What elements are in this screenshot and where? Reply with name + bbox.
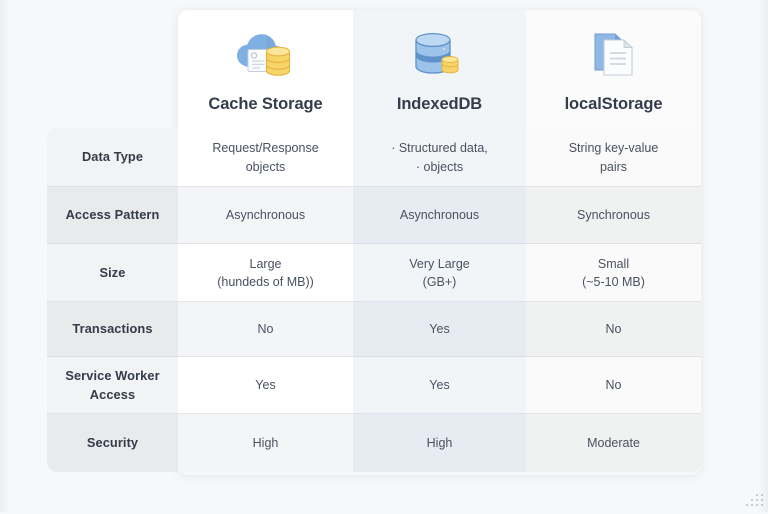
cell-indexeddb-transactions: Yes: [353, 302, 526, 357]
cell-cache-transactions: No: [178, 302, 353, 357]
cell-indexeddb-service-worker-access: Yes: [353, 357, 526, 414]
page-edge-right: [758, 0, 768, 512]
row-label-security: Security: [47, 414, 178, 472]
cell-cache-size: Large (hundeds of MB)): [178, 244, 353, 302]
cloud-database-icon: [231, 28, 301, 80]
cell-indexeddb-size: Very Large (GB+): [353, 244, 526, 302]
cell-cache-data-type: Request/Response objects: [178, 128, 353, 187]
row-label-transactions: Transactions: [47, 302, 178, 357]
cell-cache-service-worker-access: Yes: [178, 357, 353, 414]
column-title-indexeddb: IndexedDB: [396, 94, 483, 113]
cell-indexeddb-data-type: · Structured data, · objects: [353, 128, 526, 187]
cell-localstorage-size: Small (~5-10 MB): [526, 244, 701, 302]
cell-cache-access-pattern: Asynchronous: [178, 187, 353, 244]
row-label-data-type: Data Type: [47, 128, 178, 187]
row-label-service-worker-access: Service Worker Access: [47, 357, 178, 414]
storage-comparison-table: Cache Storage IndexedDB: [47, 10, 701, 475]
page-edge-left: [0, 0, 10, 512]
column-title-localstorage: localStorage: [564, 94, 663, 113]
cell-indexeddb-access-pattern: Asynchronous: [353, 187, 526, 244]
database-cylinder-icon: [405, 28, 475, 80]
row-label-size: Size: [47, 244, 178, 302]
row-label-access-pattern: Access Pattern: [47, 187, 178, 244]
column-header-cache-storage[interactable]: Cache Storage: [178, 10, 353, 128]
cell-localstorage-access-pattern: Synchronous: [526, 187, 701, 244]
cell-cache-security: High: [178, 414, 353, 472]
column-title-cache-storage: Cache Storage: [208, 94, 323, 113]
window-resize-handle[interactable]: [743, 491, 765, 509]
table-corner-cell: [47, 10, 178, 128]
cell-localstorage-security: Moderate: [526, 414, 701, 472]
cell-localstorage-service-worker-access: No: [526, 357, 701, 414]
column-header-localstorage[interactable]: localStorage: [526, 10, 701, 128]
column-header-indexeddb[interactable]: IndexedDB: [353, 10, 526, 128]
cell-localstorage-data-type: String key-value pairs: [526, 128, 701, 187]
cell-indexeddb-security: High: [353, 414, 526, 472]
cell-localstorage-transactions: No: [526, 302, 701, 357]
stacked-documents-icon: [579, 28, 649, 80]
